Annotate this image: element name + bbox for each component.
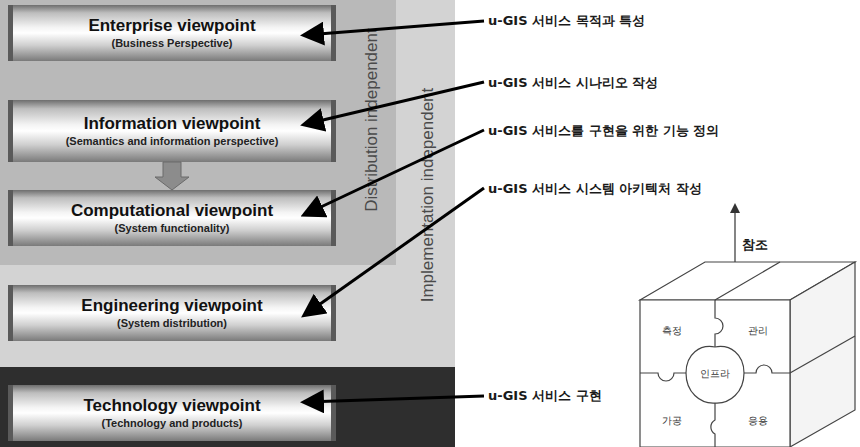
scope-label: Implementation independent (418, 88, 438, 303)
cube-seam (790, 336, 855, 373)
puzzle-seam (744, 365, 790, 373)
viewpoint-title: Engineering viewpoint (81, 296, 262, 316)
cube-front (640, 300, 790, 447)
leader-arrow (306, 21, 484, 35)
cube-side (790, 262, 855, 447)
puzzle-label: 응용 (748, 414, 768, 428)
puzzle-label: 측정 (662, 324, 682, 338)
viewpoint-box: Technology viewpoint(Technology and prod… (8, 385, 336, 441)
puzzle-cube (640, 262, 855, 447)
annotation-text: u-GIS 서비스 목적과 특성 (488, 12, 645, 30)
viewpoint-box: Computational viewpoint(System functiona… (8, 190, 336, 246)
puzzle-label: 관리 (748, 324, 768, 338)
viewpoint-subtitle: (System functionality) (115, 221, 230, 235)
leader-arrow (306, 188, 484, 314)
flow-arrow (155, 162, 189, 190)
puzzle-seam (715, 300, 723, 347)
puzzle-label: 가공 (662, 414, 682, 428)
viewpoint-subtitle: (Technology and products) (102, 416, 243, 430)
annotation-text: u-GIS 서비스 시나리오 작성 (488, 74, 658, 92)
puzzle-center (686, 346, 744, 403)
viewpoint-subtitle: (Business Perspective) (111, 36, 232, 50)
cube-seam (715, 262, 780, 300)
viewpoint-box: Engineering viewpoint(System distributio… (8, 285, 336, 341)
puzzle-seam (711, 403, 715, 447)
puzzle-seam (640, 373, 686, 381)
viewpoint-subtitle: (System distribution) (117, 316, 227, 330)
reference-arrow (734, 205, 735, 262)
viewpoint-title: Computational viewpoint (71, 201, 273, 221)
viewpoint-title: Information viewpoint (84, 114, 261, 134)
viewpoint-box: Enterprise viewpoint(Business Perspectiv… (8, 5, 336, 61)
leader-arrow (306, 82, 484, 124)
viewpoint-subtitle: (Semantics and information perspective) (66, 134, 279, 148)
annotation-text: u-GIS 서비스 구현 (488, 387, 602, 405)
leader-arrow (306, 130, 484, 214)
leader-arrow (306, 396, 484, 402)
scope-region: Implementation independent Distribution i… (0, 0, 455, 367)
scope-region: Distribution independentEnterprise viewp… (0, 0, 396, 265)
annotation-text: 참조 (742, 236, 768, 254)
annotation-text: u-GIS 서비스 시스템 아키텍처 작성 (488, 180, 702, 198)
viewpoint-title: Technology viewpoint (83, 396, 260, 416)
puzzle-label: 인프라 (700, 367, 730, 381)
viewpoint-title: Enterprise viewpoint (88, 16, 255, 36)
annotation-text: u-GIS 서비스를 구현을 위한 기능 정의 (488, 122, 719, 140)
viewpoint-box: Information viewpoint(Semantics and info… (8, 100, 336, 162)
